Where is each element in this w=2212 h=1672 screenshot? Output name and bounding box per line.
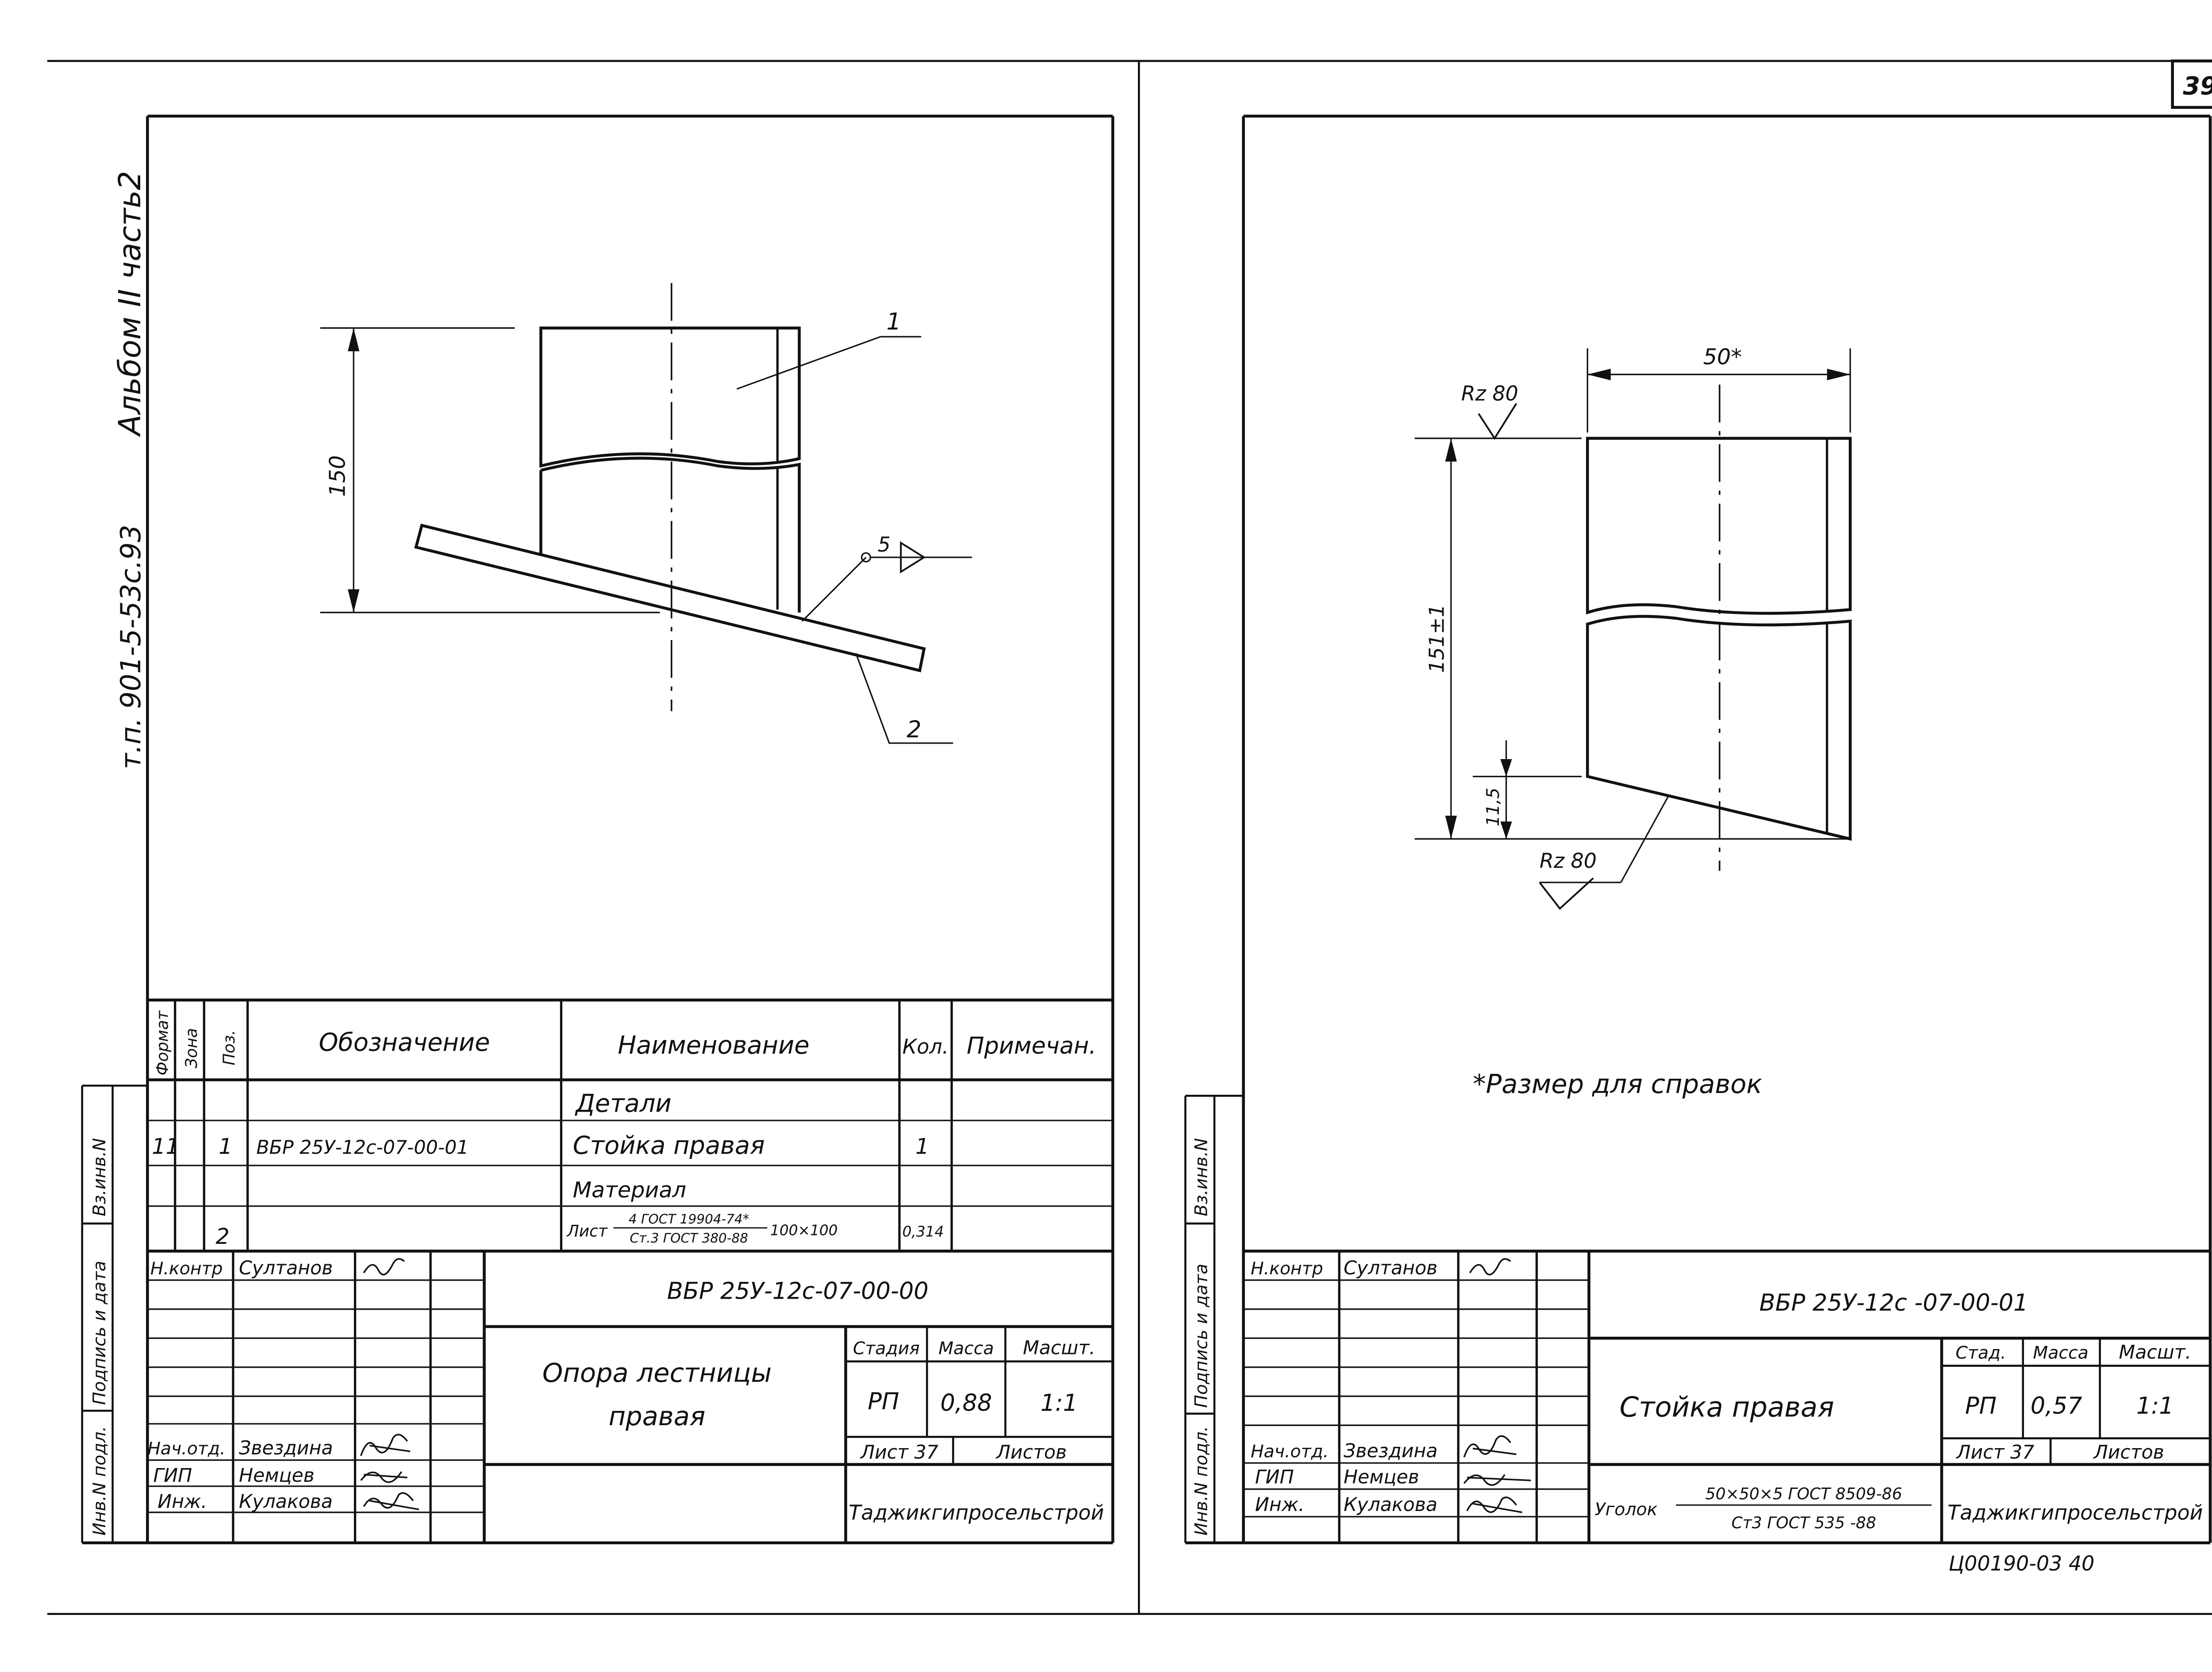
left-spec-header-format: Формат bbox=[153, 1010, 172, 1075]
right-title-designation: ВБР 25У-12с -07-00-01 bbox=[1759, 1289, 2028, 1316]
left-title-line2: правая bbox=[609, 1401, 706, 1431]
right-signatures bbox=[1463, 1258, 1531, 1513]
left-position-2: 2 bbox=[906, 716, 921, 743]
page-number: 39 bbox=[2183, 72, 2212, 100]
left-title-designation: ВБР 25У-12с-07-00-00 bbox=[667, 1278, 929, 1305]
right-mass-header: Масса bbox=[2033, 1342, 2088, 1363]
left-stage-value: РП bbox=[868, 1388, 899, 1415]
right-organization: Таджикгипросельстрой bbox=[1947, 1500, 2203, 1524]
page-number-box: 39 bbox=[2171, 59, 2212, 109]
right-role-nkontr: Н.контр bbox=[1251, 1258, 1323, 1279]
left-role-nkontr: Н.контр bbox=[150, 1258, 223, 1279]
left-spec-row2-pos: 2 bbox=[216, 1223, 230, 1249]
left-position-1: 1 bbox=[886, 308, 901, 335]
left-sheet-number: Лист 37 bbox=[860, 1442, 938, 1464]
right-reference-note: *Размер для справок bbox=[1473, 1069, 1762, 1099]
left-spec-header-note: Примечан. bbox=[967, 1032, 1096, 1059]
right-sheets-count: Листов bbox=[2093, 1442, 2164, 1464]
left-spec-section-details: Детали bbox=[574, 1089, 671, 1118]
left-side-sign-date: Подпись и дата bbox=[89, 1261, 110, 1405]
right-side-sign-date: Подпись и дата bbox=[1191, 1264, 1212, 1408]
right-side-inv-replace: Вз.инв.N bbox=[1191, 1138, 1212, 1216]
left-stage-header: Стадия bbox=[853, 1338, 920, 1358]
left-mass-value: 0,88 bbox=[941, 1389, 992, 1416]
left-part-drawing bbox=[320, 283, 972, 744]
left-spec-row1-designation: ВБР 25У-12с-07-00-01 bbox=[256, 1137, 469, 1159]
left-spec-row2-frac-top: 4 ГОСТ 19904-74* bbox=[629, 1212, 749, 1227]
right-name-gip: Немцев bbox=[1344, 1466, 1419, 1488]
right-side-inv-orig: Инв.N подл. bbox=[1191, 1426, 1212, 1536]
left-spec-row1-format: 11 bbox=[152, 1134, 180, 1159]
left-spec-row2-size: 100×100 bbox=[770, 1222, 838, 1239]
right-material-bottom: Ст3 ГОСТ 535 -88 bbox=[1732, 1514, 1876, 1532]
left-spec-header-designation: Обозначение bbox=[319, 1028, 490, 1057]
right-stage-header: Стад. bbox=[1955, 1342, 2006, 1363]
right-side-strip bbox=[1184, 1095, 1244, 1543]
right-sheet-number: Лист 37 bbox=[1955, 1442, 2034, 1464]
right-part-drawing bbox=[1414, 348, 1852, 910]
left-spec-header-zone: Зона bbox=[182, 1028, 201, 1068]
left-name-inzh: Кулакова bbox=[239, 1491, 333, 1513]
left-name-gip: Немцев bbox=[239, 1465, 315, 1487]
left-spec-row2-frac-bottom: Ст.3 ГОСТ 380-88 bbox=[630, 1231, 748, 1246]
left-spec-section-material: Материал bbox=[573, 1177, 686, 1203]
right-sheet: Инв.N подл. Подпись и дата Вз.инв.N bbox=[1184, 115, 2212, 1575]
right-roughness-top: Rz 80 bbox=[1461, 382, 1518, 406]
left-position-5: 5 bbox=[878, 533, 891, 556]
album-label: Альбом II часть2 bbox=[112, 171, 148, 437]
left-role-inzh: Инж. bbox=[157, 1491, 207, 1513]
left-title-line1: Опора лестницы bbox=[542, 1358, 772, 1388]
left-spec-row1-name: Стойка правая bbox=[573, 1131, 765, 1160]
right-name-nkontr: Султанов bbox=[1344, 1257, 1437, 1279]
right-stamp-code: Ц00190-03 40 bbox=[1949, 1551, 2095, 1575]
left-side-inv-orig: Инв.N подл. bbox=[89, 1426, 110, 1536]
right-name-inzh: Кулакова bbox=[1344, 1494, 1437, 1516]
left-side-strip bbox=[81, 1085, 148, 1543]
left-spec-row1-pos: 1 bbox=[219, 1134, 232, 1159]
left-name-nachotd: Звездина bbox=[239, 1437, 333, 1459]
left-spec-header-pos: Поз. bbox=[220, 1030, 238, 1066]
left-spec-header-qty: Кол. bbox=[902, 1035, 949, 1058]
sheet-frame-lines bbox=[47, 60, 2212, 1615]
left-spec-header-name: Наименование bbox=[618, 1031, 809, 1060]
left-sheet: Инв.N подл. Подпись и дата Вз.инв.N bbox=[81, 115, 1114, 1545]
left-spec-row2-name-prefix: Лист bbox=[566, 1222, 608, 1241]
right-height-dimension: 151±1 bbox=[1425, 604, 1448, 673]
right-role-inzh: Инж. bbox=[1255, 1494, 1305, 1516]
left-mass-header: Масса bbox=[938, 1338, 994, 1358]
left-spec-row1-qty: 1 bbox=[915, 1134, 929, 1159]
left-height-dimension: 150 bbox=[325, 455, 350, 497]
left-sheets-count: Листов bbox=[995, 1442, 1067, 1464]
right-title: Стойка правая bbox=[1620, 1391, 1834, 1423]
left-scale-header: Масшт. bbox=[1023, 1337, 1095, 1359]
right-stage-value: РП bbox=[1965, 1392, 1997, 1419]
left-role-nachotd: Нач.отд. bbox=[147, 1438, 225, 1459]
left-name-nkontr: Султанов bbox=[239, 1257, 333, 1279]
right-scale-header: Масшт. bbox=[2119, 1341, 2191, 1363]
left-title-block bbox=[147, 1251, 1113, 1543]
right-material-top: 50×50×5 ГОСТ 8509-86 bbox=[1705, 1485, 1902, 1503]
left-organization: Таджикгипросельстрой bbox=[849, 1500, 1104, 1524]
left-role-gip: ГИП bbox=[153, 1465, 192, 1487]
right-title-block bbox=[1243, 1250, 2210, 1543]
right-roughness-bottom: Rz 80 bbox=[1540, 849, 1597, 873]
right-name-nachotd: Звездина bbox=[1344, 1440, 1438, 1462]
right-material-prefix: Уголок bbox=[1595, 1499, 1658, 1520]
project-number: т.п. 901-5-53с.93 bbox=[115, 525, 147, 769]
right-role-nachotd: Нач.отд. bbox=[1251, 1441, 1329, 1461]
right-width-dimension: 50* bbox=[1703, 344, 1742, 370]
right-small-dimension: 11,5 bbox=[1483, 788, 1503, 827]
right-mass-value: 0,57 bbox=[2031, 1392, 2082, 1419]
left-signatures bbox=[360, 1258, 419, 1511]
left-spec-table bbox=[147, 998, 1113, 1253]
left-side-inv-replace: Вз.инв.N bbox=[89, 1138, 110, 1216]
right-role-gip: ГИП bbox=[1255, 1466, 1294, 1488]
left-spec-row2-qty: 0,314 bbox=[902, 1223, 944, 1240]
left-scale-value: 1:1 bbox=[1041, 1389, 1078, 1416]
right-scale-value: 1:1 bbox=[2136, 1392, 2174, 1419]
